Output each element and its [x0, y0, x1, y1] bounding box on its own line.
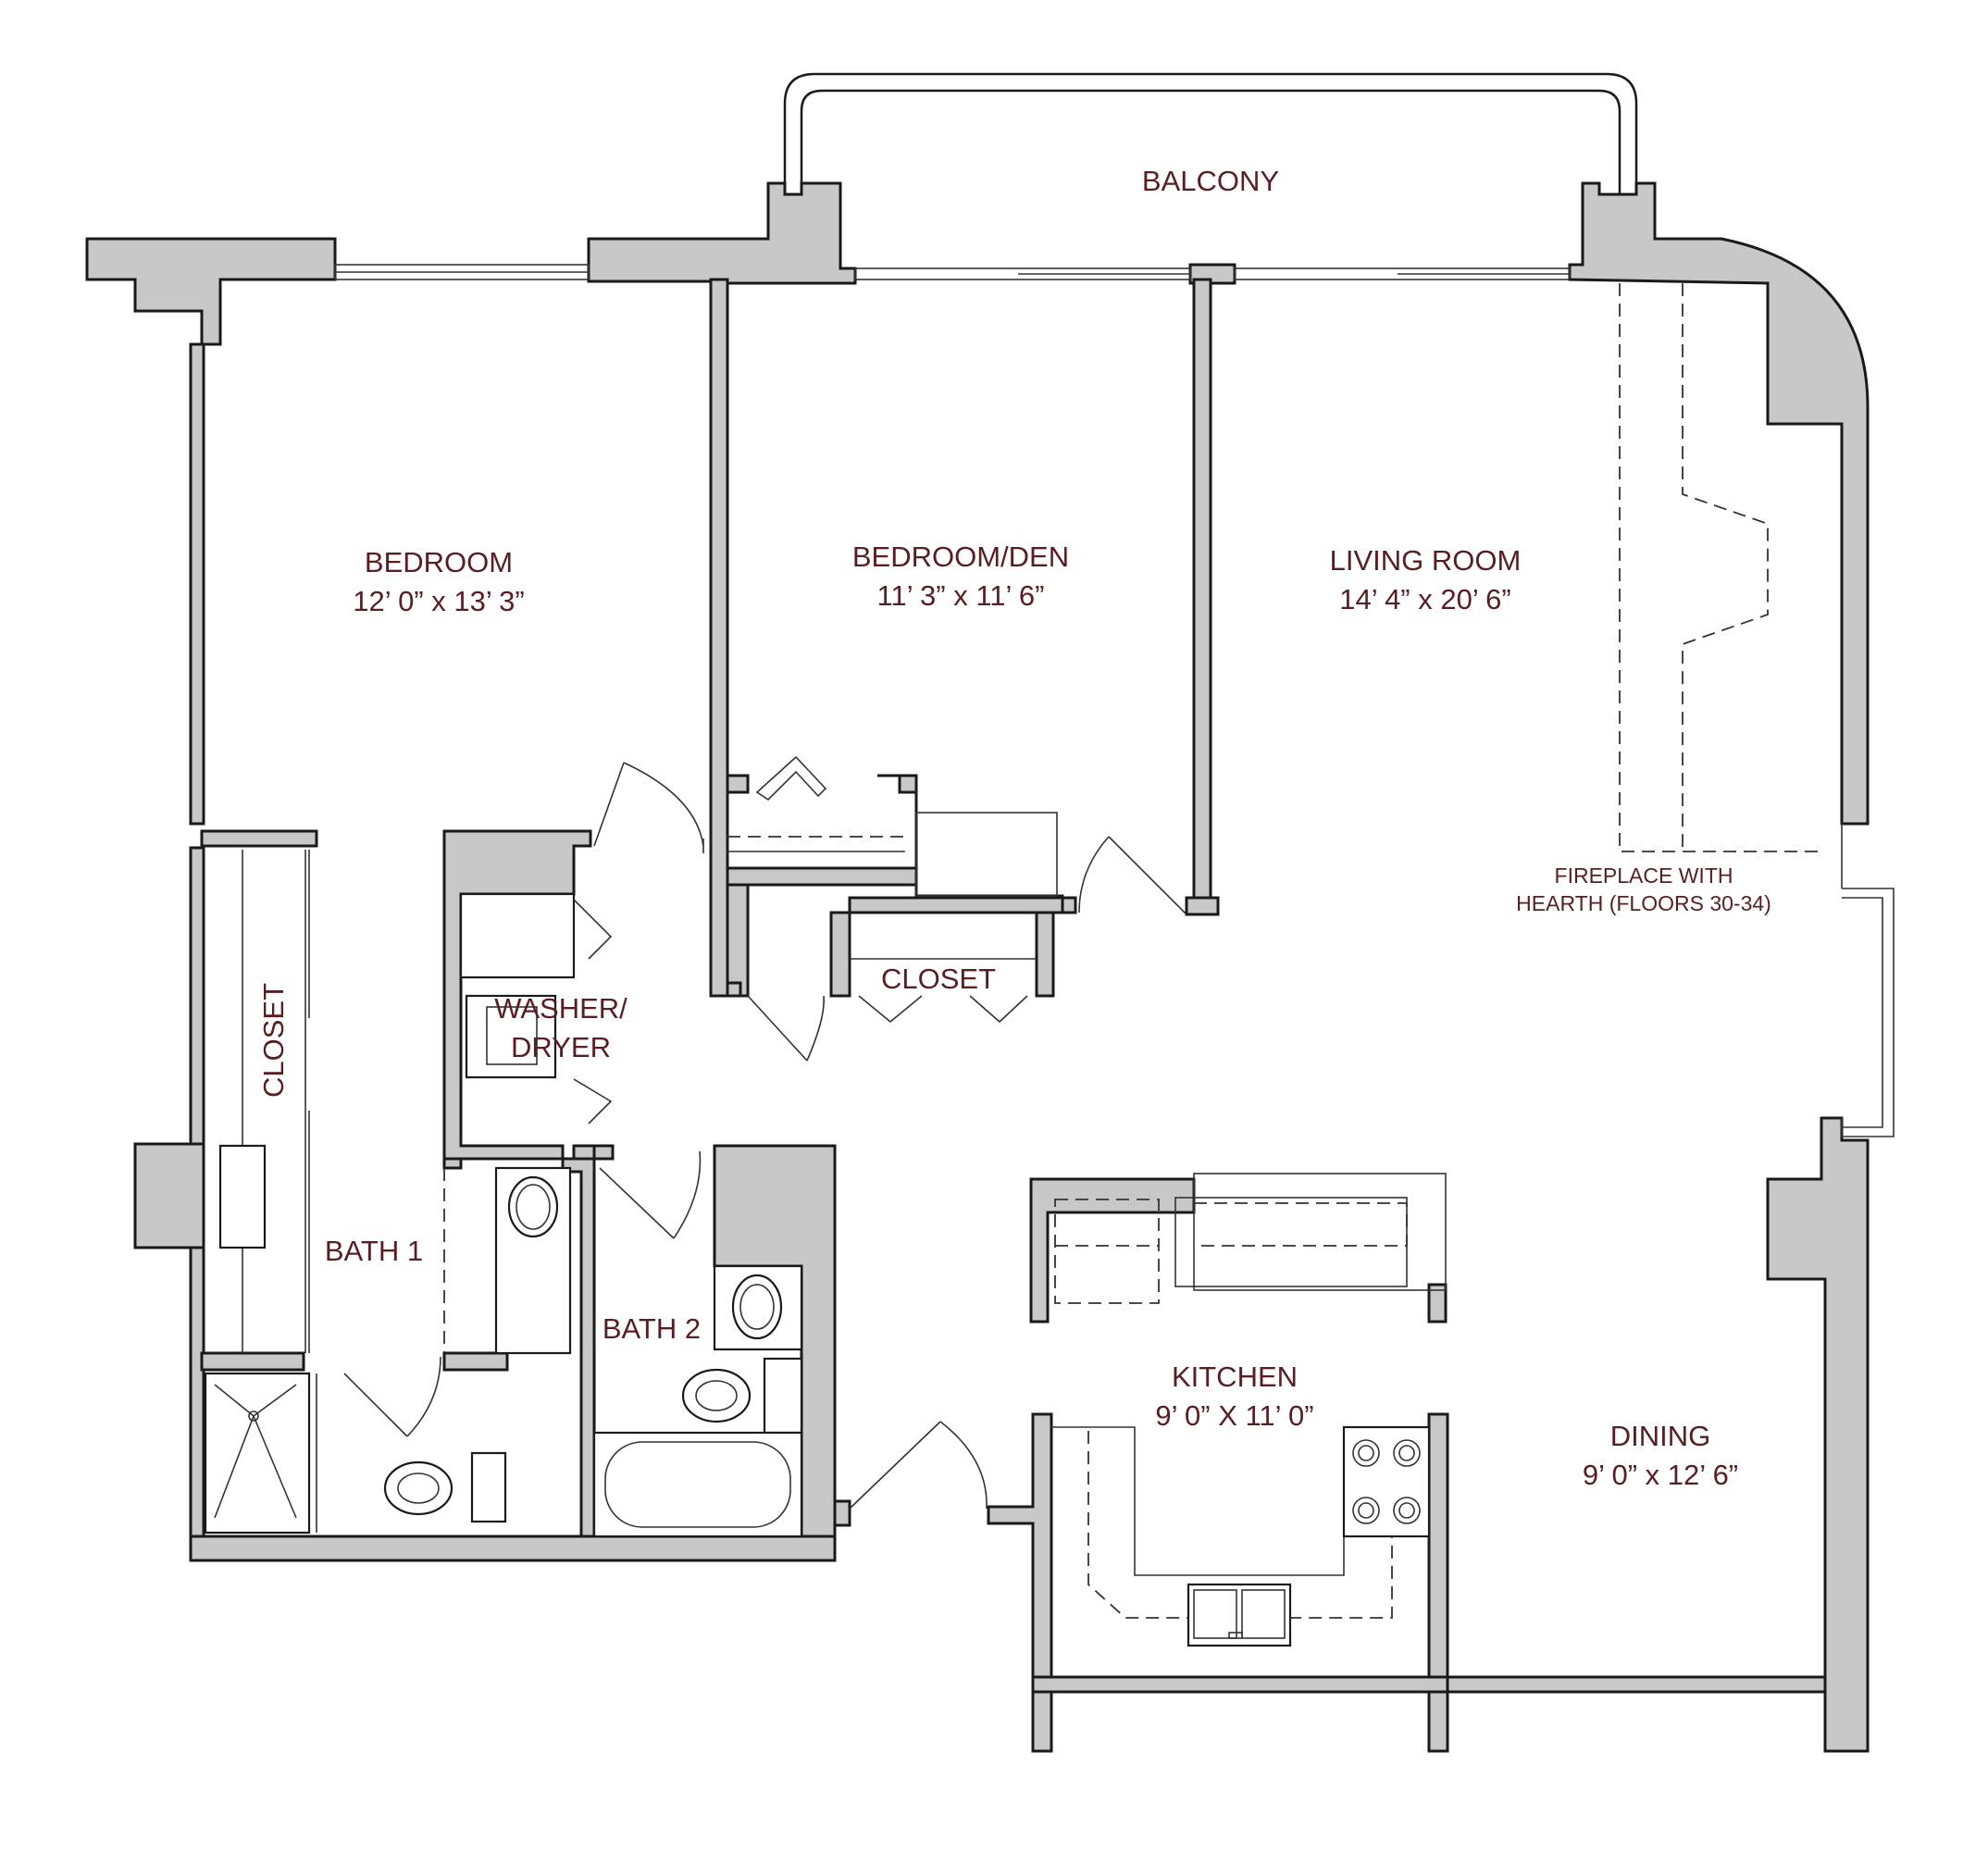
kitchen-size: 9’ 0” X 11’ 0”: [1155, 1399, 1313, 1432]
bedroom-den-name: BEDROOM/DEN: [852, 541, 1069, 573]
door-swings: [343, 755, 1187, 1510]
fireplace-label-line1: FIREPLACE WITH: [1555, 864, 1733, 888]
wall-right-lower: [1766, 1116, 1870, 1753]
interior-details: [204, 283, 1821, 1647]
bedroom-den-size: 11’ 3” x 11’ 6”: [877, 579, 1045, 612]
dining-name: DINING: [1610, 1420, 1711, 1452]
fireplace-label-line2: HEARTH (FLOORS 30-34): [1516, 891, 1771, 915]
exterior-walls: [85, 181, 1870, 1753]
wall-top-right-corner: [1568, 181, 1870, 826]
kitchen-name: KITCHEN: [1172, 1361, 1298, 1393]
closet-left-label: CLOSET: [257, 983, 290, 1098]
living-room-name: LIVING ROOM: [1330, 544, 1522, 577]
wall-left: [189, 342, 205, 826]
wall-left-column: [133, 1142, 205, 1249]
washer-dryer-line1: WASHER/: [494, 992, 627, 1025]
wall-top-middle: [587, 181, 857, 285]
bath1-label: BATH 1: [325, 1235, 423, 1267]
wall-bottom-baths: [189, 1535, 837, 1562]
dining-size: 9’ 0” x 12’ 6”: [1583, 1459, 1738, 1491]
windows: [334, 264, 1895, 1137]
bath2-label: BATH 2: [603, 1312, 701, 1345]
bedroom-size: 12’ 0” x 13’ 3”: [353, 585, 525, 617]
balcony-railing: [783, 72, 1638, 194]
interior-walls: [200, 278, 1827, 1753]
living-room-size: 14’ 4” x 20’ 6”: [1339, 583, 1511, 615]
washer-dryer-line2: DRYER: [511, 1031, 611, 1063]
room-labels: BALCONY BEDROOM 12’ 0” x 13’ 3” BEDROOM/…: [257, 165, 1771, 1491]
closet-center-label: CLOSET: [881, 963, 996, 995]
balcony-label: BALCONY: [1142, 165, 1279, 197]
wall-top-left-corner: [85, 237, 337, 346]
bedroom-name: BEDROOM: [365, 546, 513, 578]
